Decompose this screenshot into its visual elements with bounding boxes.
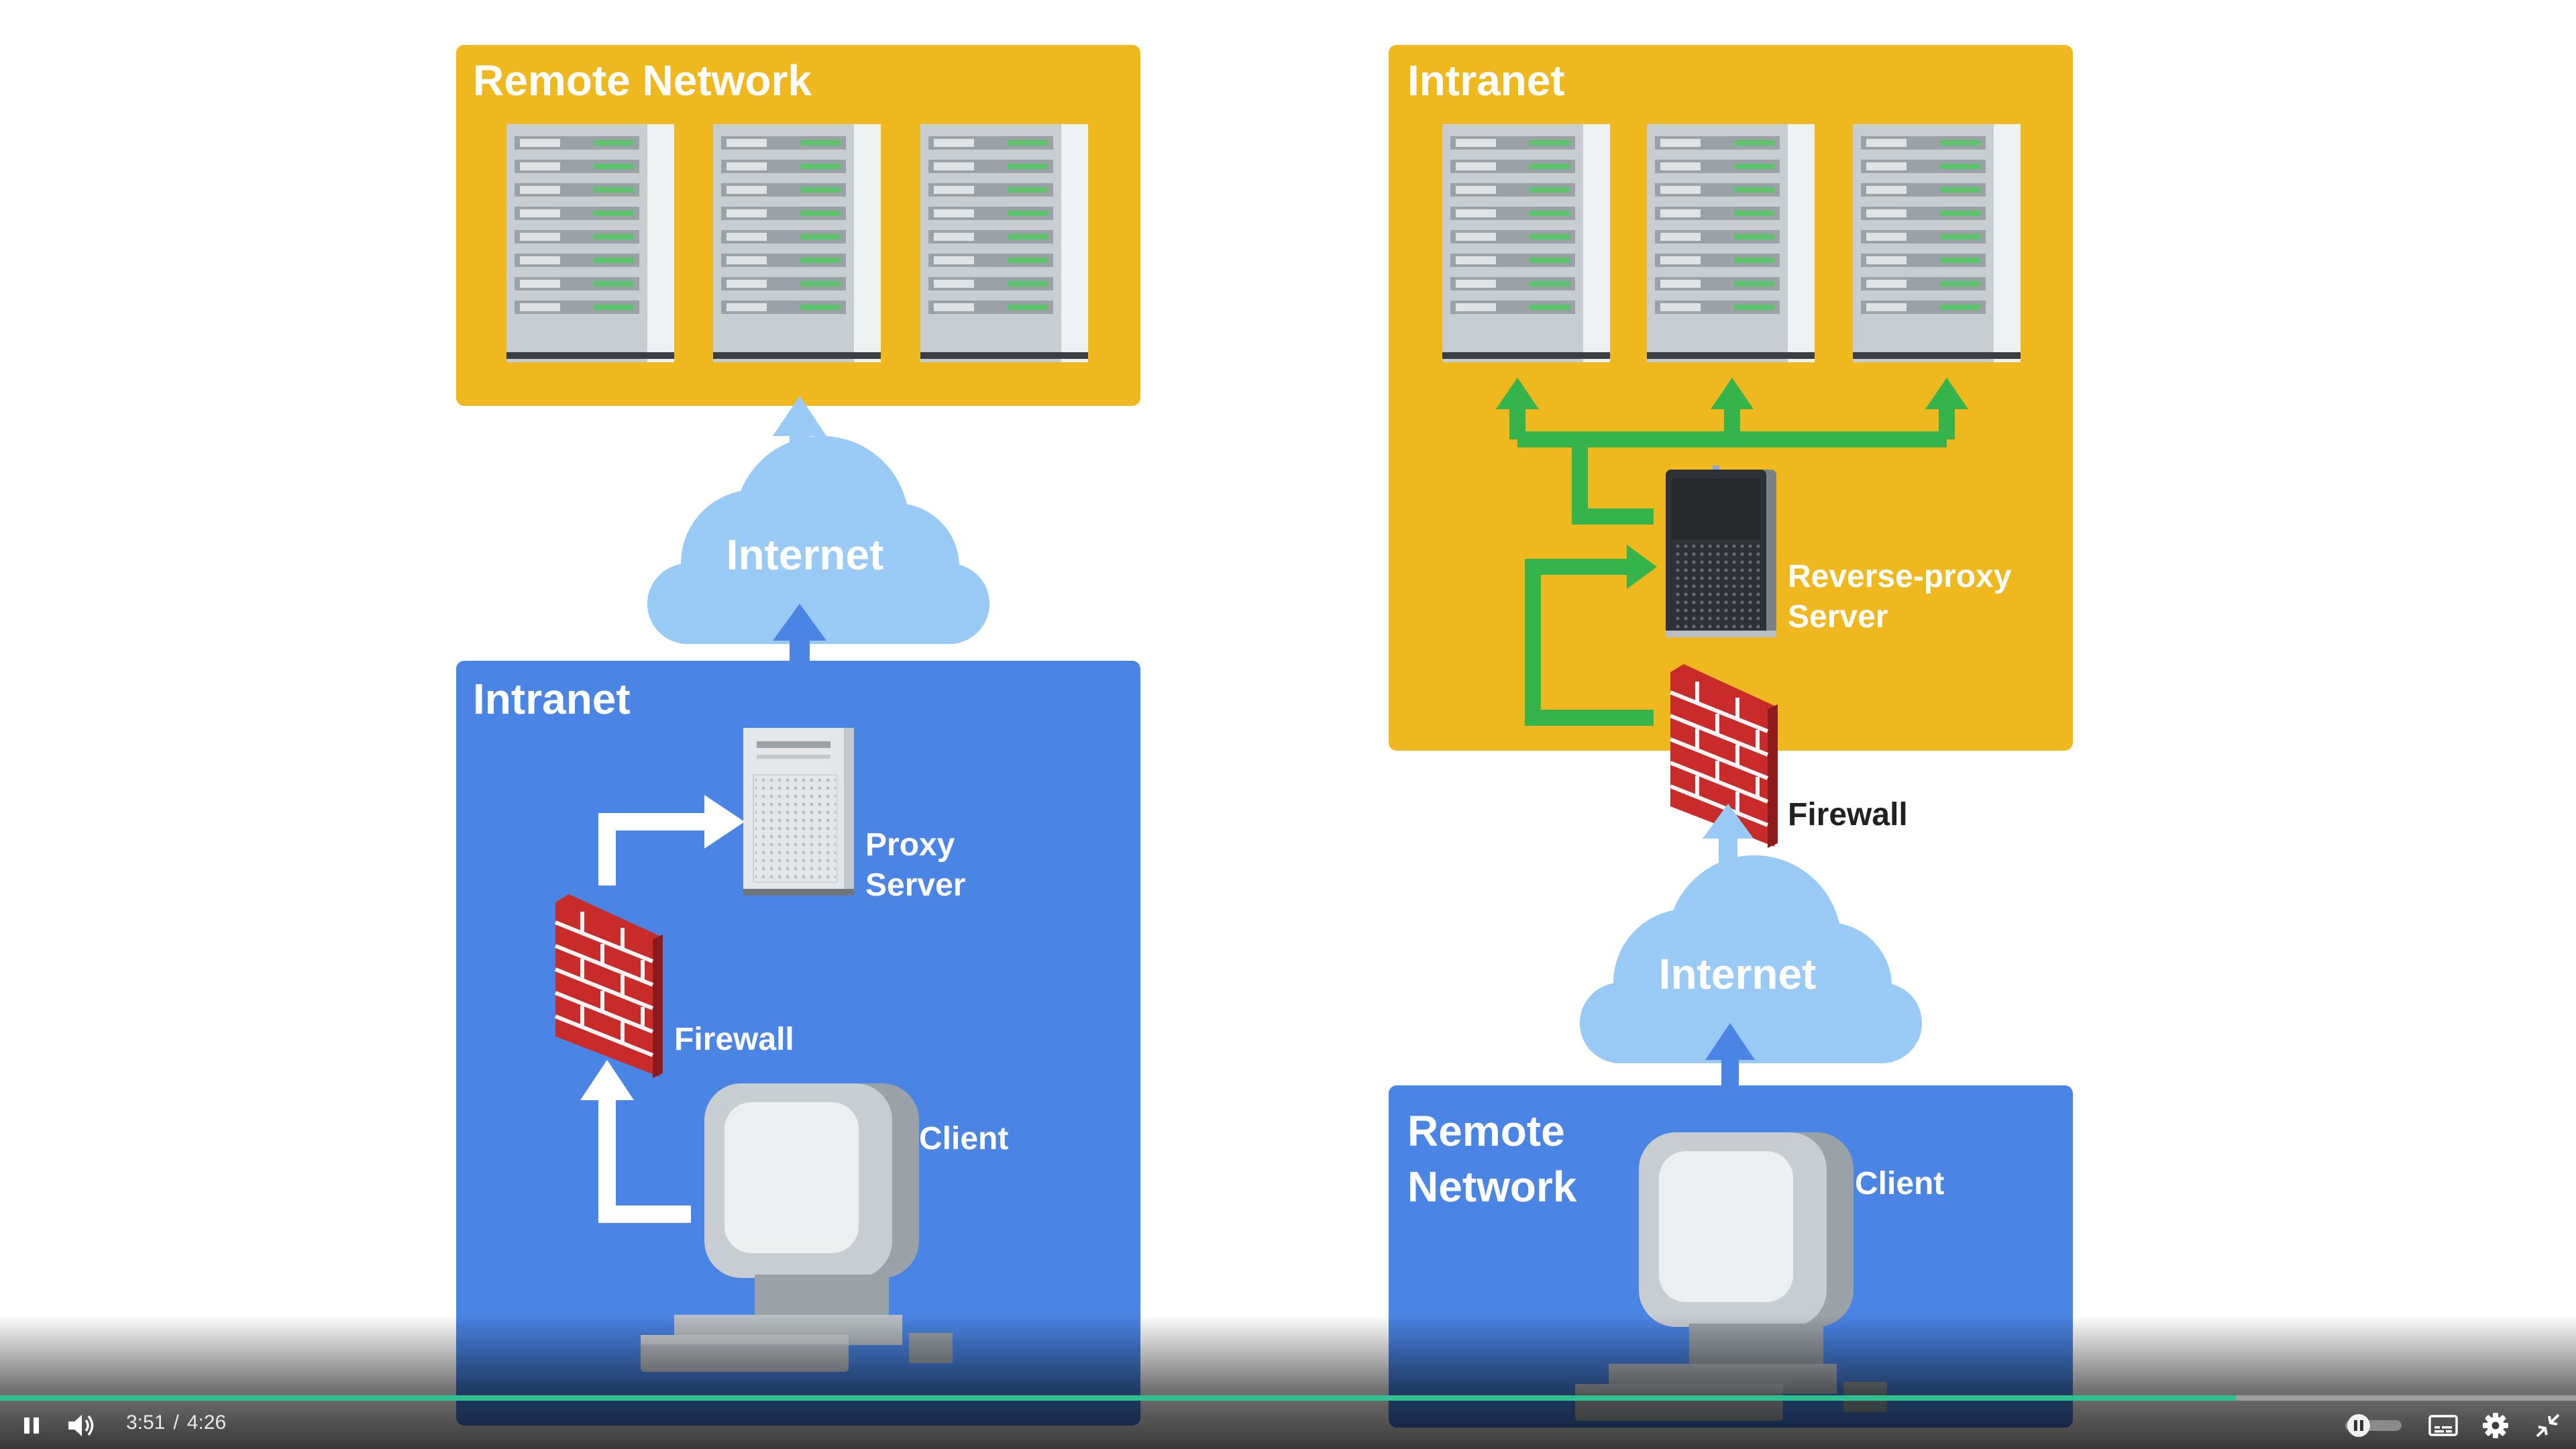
internet-label-reverse: Internet: [1658, 950, 1817, 998]
intranet-title: Intranet: [473, 675, 631, 723]
intranet-title-reverse: Intranet: [1407, 56, 1565, 105]
progress-fill: [0, 1395, 2237, 1401]
time-display: 3:51 / 4:26: [126, 1411, 234, 1434]
reverse-proxy-diagram: [1389, 45, 2073, 1428]
forward-proxy-diagram: [456, 45, 1140, 1426]
arrow-icon: [704, 795, 745, 849]
player-controls-overlay: [0, 1315, 2576, 1449]
rack-server-icon: [1853, 124, 2021, 362]
volume-button[interactable]: [62, 1405, 102, 1446]
rack-server-icon: [713, 124, 881, 362]
client-label: Client: [919, 1121, 1009, 1157]
arrow-icon: [1703, 804, 1754, 839]
rack-server-icon: [506, 124, 674, 362]
remote-network-title: Remote Network: [473, 56, 812, 105]
firewall-label-reverse: Firewall: [1788, 797, 1908, 833]
rack-server-icon: [1442, 124, 1610, 362]
arrow-icon: [598, 1097, 691, 1223]
autoplay-toggle-icon: [2345, 1414, 2402, 1437]
firewall-label: Firewall: [674, 1022, 794, 1057]
current-time: 3:51: [126, 1411, 166, 1434]
arrow-icon: [1496, 378, 1968, 726]
rack-server-icon: [920, 124, 1088, 362]
duration: 4:26: [186, 1411, 227, 1434]
captions-icon: [2428, 1415, 2458, 1436]
arrow-icon: [1705, 1023, 1755, 1060]
exit-fullscreen-icon: [2536, 1413, 2560, 1438]
client-label-reverse: Client: [1855, 1166, 1945, 1201]
exit-fullscreen-button[interactable]: [2528, 1405, 2568, 1446]
settings-icon: [2483, 1413, 2508, 1438]
remote-network-title-reverse: Remote Network: [1407, 1107, 1577, 1212]
pause-button[interactable]: [15, 1405, 48, 1446]
rack-server-icon: [1647, 124, 1815, 362]
autoplay-toggle[interactable]: [2338, 1405, 2408, 1446]
arrow-icon: [598, 813, 708, 885]
proxy-server-icon: [743, 727, 855, 896]
reverse-proxy-server-label: Reverse-proxy Server: [1788, 559, 2012, 635]
volume-icon: [68, 1415, 94, 1436]
internet-label: Internet: [726, 531, 884, 579]
reverse-proxy-server-icon: [1666, 466, 1776, 637]
pause-icon: [24, 1417, 39, 1434]
time-separator: /: [173, 1411, 179, 1434]
captions-button[interactable]: [2423, 1405, 2463, 1446]
arrow-icon: [580, 1060, 634, 1100]
arrow-icon: [773, 396, 826, 436]
progress-bar[interactable]: [0, 1395, 2576, 1401]
arrow-icon: [773, 604, 826, 641]
settings-button[interactable]: [2475, 1405, 2516, 1446]
intranet-box: [456, 661, 1140, 1426]
proxy-server-label: Proxy Server: [865, 827, 966, 903]
